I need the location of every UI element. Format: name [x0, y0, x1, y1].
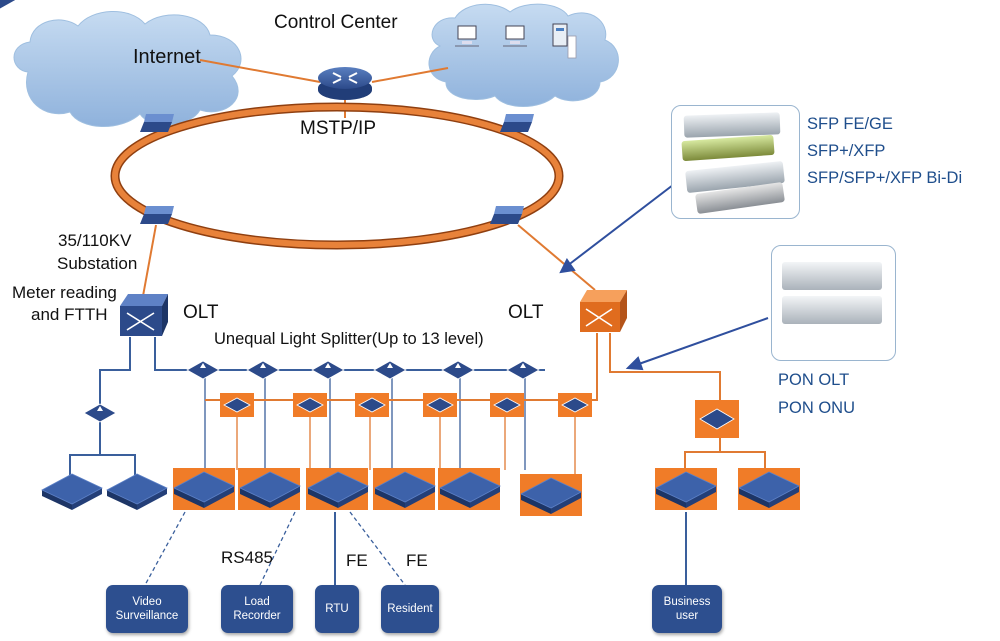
orange-splitter-group — [220, 393, 739, 438]
mstp-ring — [110, 102, 564, 250]
rtu-label: RTU — [325, 603, 349, 615]
resident-box: Resident — [381, 585, 439, 633]
meter-reading-label-1: Meter reading — [12, 283, 117, 302]
computer-icon — [503, 25, 527, 47]
splitter-icon — [441, 360, 475, 380]
load-label-line2: Recorder — [233, 610, 281, 622]
splitter-icon — [0, 0, 17, 10]
splitter-icon — [246, 360, 280, 380]
sfp-label-2: SFP/SFP+/XFP Bi-Di — [807, 169, 963, 187]
mstp-label: MSTP/IP — [300, 118, 377, 139]
pon-module-image — [782, 262, 882, 290]
video-label-line2: Surveillance — [115, 610, 179, 622]
sfp-label-0: SFP FE/GE — [807, 115, 893, 133]
ring-switch-icon — [500, 114, 534, 132]
onu-device-icon — [520, 477, 582, 514]
load-label-line1: Load — [244, 596, 270, 608]
onu-device-icon — [374, 471, 436, 508]
sfp-modules-panel — [671, 105, 800, 219]
business-label-line1: Business — [663, 596, 711, 608]
meter-reading-label-2: and FTTH — [31, 305, 108, 324]
ring-switch-icon — [140, 206, 174, 224]
onu-device-icon — [239, 471, 301, 508]
control-center-label: Control Center — [274, 12, 398, 33]
load-recorder-box: Load Recorder — [221, 585, 293, 633]
fe-label: FE — [346, 551, 368, 570]
pon-label-0: PON OLT — [778, 371, 850, 389]
sfp-module-image — [681, 134, 775, 162]
onu-device-icon — [307, 471, 369, 508]
pon-label-1: PON ONU — [778, 399, 856, 417]
onu-device-icon — [173, 471, 235, 508]
internet-label: Internet — [133, 46, 201, 68]
splitter-label: Unequal Light Splitter(Up to 13 level) — [214, 330, 484, 348]
sfp-label-1: SFP+/XFP — [807, 142, 886, 160]
splitter-icon — [311, 360, 345, 380]
splitter-icon — [373, 360, 407, 380]
ring-switch-icon — [490, 206, 524, 224]
rtu-box: RTU — [315, 585, 359, 633]
splitter-icon — [186, 360, 220, 380]
onu-device-icon — [41, 473, 103, 510]
olt-right-device — [580, 290, 627, 332]
video-surveillance-box: Video Surveillance — [106, 585, 188, 633]
router-icon — [318, 67, 372, 100]
pon-modules-panel — [771, 245, 896, 361]
onu-device-icon — [106, 473, 168, 510]
business-user-box: Business user — [652, 585, 722, 633]
blue-fiber — [69, 337, 545, 490]
onu-device-icon — [439, 471, 501, 508]
rs485-label: RS485 — [221, 548, 273, 567]
fe-label: FE — [406, 551, 428, 570]
pon-module-image — [782, 296, 882, 324]
onu-device-icon — [738, 471, 800, 508]
business-label-line2: user — [675, 610, 699, 622]
server-icon — [552, 23, 577, 59]
splitter-icon — [506, 360, 540, 380]
computer-icon — [455, 25, 479, 47]
internet-cloud — [13, 11, 242, 127]
substation-label-2: Substation — [57, 254, 138, 273]
olt-left-device — [120, 294, 168, 336]
ring-switch-icon — [140, 114, 174, 132]
onu-device-icon — [655, 471, 717, 508]
substation-label-1: 35/110KV — [58, 231, 132, 250]
sfp-module-image — [683, 112, 781, 138]
splitter-icon — [83, 403, 117, 423]
olt-right-label: OLT — [508, 302, 544, 323]
olt-left-label: OLT — [183, 302, 219, 323]
resident-label: Resident — [387, 603, 433, 615]
control-center-cloud — [428, 3, 619, 107]
video-label-line1: Video — [132, 596, 162, 608]
